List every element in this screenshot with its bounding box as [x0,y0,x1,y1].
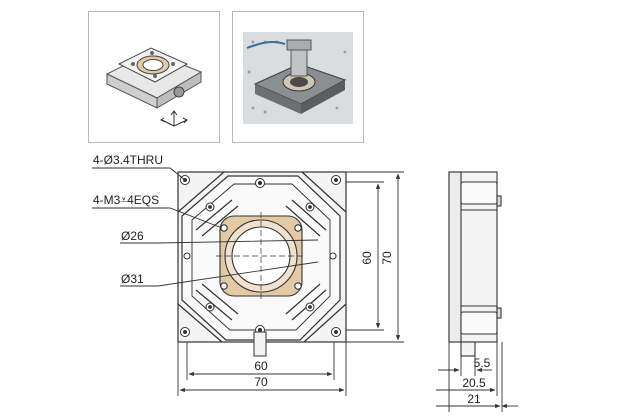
tapped-holes-label: 4-M3⩡4EQS [93,193,159,207]
horizontal-dimensions [177,342,347,396]
side-total-dimension: 21 [467,392,481,406]
vertical-dimensions [346,171,404,343]
width-inner-dimension: 60 [254,359,268,373]
knob-front [253,331,267,357]
knob-side [460,341,476,357]
xyz-axis-icon [160,110,188,127]
side-view [448,171,502,357]
width-outer-dimension: 70 [254,375,268,389]
inner-diameter-label: Ø26 [121,229,144,243]
stage-isometric-illustration [105,47,203,127]
height-inner-dimension: 60 [360,251,374,265]
side-small-dimension: 5.5 [474,356,491,370]
thru-holes-label: 4-Ø3.4THRU [93,153,163,167]
thru-hole-markers [180,175,341,337]
leader-lines [92,167,319,287]
product-photo-panel [232,11,364,143]
side-mid-dimension: 20.5 [462,376,486,390]
outer-diameter-label: Ø31 [121,272,144,286]
height-outer-dimension: 70 [380,251,394,265]
isometric-view-panel [88,11,220,143]
center-ring [216,212,306,300]
side-dimensions [436,342,518,412]
stage-product-photo [243,32,353,124]
screw-markers [183,178,337,335]
